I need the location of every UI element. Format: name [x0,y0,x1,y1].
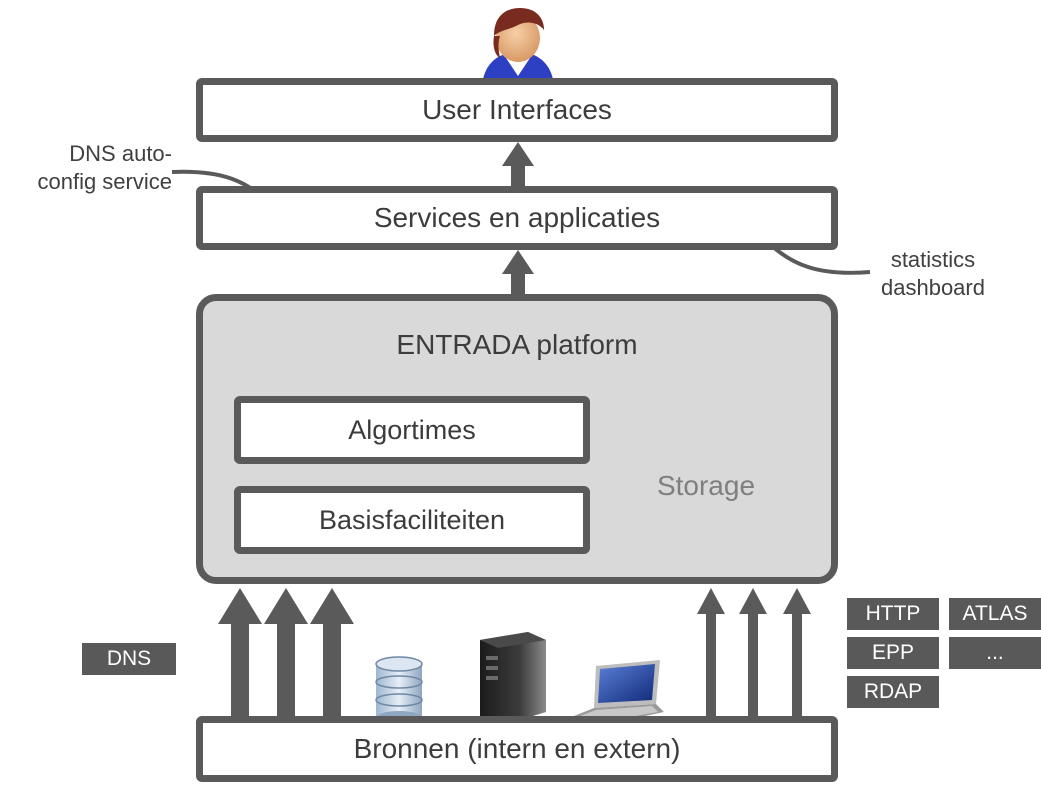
platform-title: ENTRADA platform [396,329,638,360]
algorithms-label: Algortimes [348,414,476,445]
tag-more: ... [949,637,1041,669]
tag-rdap: RDAP [847,676,939,708]
user-interfaces-layer[interactable]: User Interfaces [196,78,838,142]
user-interfaces-label: User Interfaces [422,94,612,125]
statistics-annotation: statistics dashboard [868,246,998,302]
dns-autoconfig-annotation: DNS auto- config service [22,140,172,196]
tag-atlas: ATLAS [949,598,1041,630]
database-icon [375,656,423,725]
tag-dns: DNS [82,643,176,675]
algorithms-box[interactable]: Algortimes [234,396,590,464]
source-arrows-left [218,588,354,718]
tag-http: HTTP [847,598,939,630]
dns-autoconfig-line1: DNS auto- [69,141,172,166]
statistics-line2: dashboard [881,275,985,300]
source-arrows-right [697,588,811,718]
server-tower-icon [480,632,546,726]
storage-label: Storage [656,470,756,501]
services-layer[interactable]: Services en applicaties [196,186,838,250]
sources-layer[interactable]: Bronnen (intern en extern) [196,716,838,782]
sources-label: Bronnen (intern en extern) [353,733,681,764]
arrow-services-to-ui [502,142,534,192]
dns-autoconfig-line2: config service [37,169,172,194]
basis-facilities-box[interactable]: Basisfaciliteiten [234,486,590,554]
user-avatar-icon [482,8,554,86]
statistics-line1: statistics [890,247,976,272]
arrow-platform-to-services [502,250,534,296]
services-label: Services en applicaties [373,202,661,233]
basis-facilities-label: Basisfaciliteiten [318,504,506,535]
tag-epp: EPP [847,637,939,669]
